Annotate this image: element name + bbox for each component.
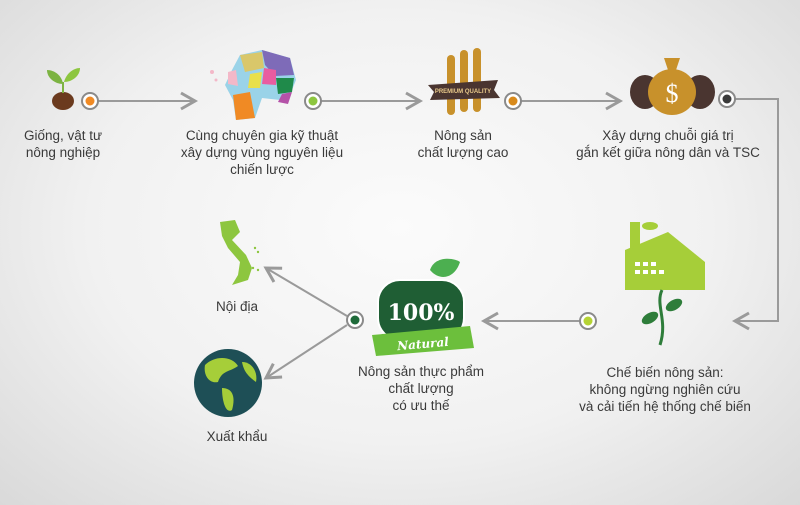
label-region: Cùng chuyên gia kỹ thuật xây dựng vùng n… [181,127,343,178]
node-natural [346,311,364,329]
label-line: nông nghiệp [25,145,101,160]
natural-badge-icon: 100% Natural [372,258,474,356]
region-map-icon [210,50,296,120]
label-line: Nông sản thực phẩm [357,364,485,379]
label-domestic: Nội địa [216,298,258,315]
node-seed [81,92,99,110]
label-line: Xây dựng chuỗi giá trị [602,128,734,143]
connectors [98,91,779,380]
label-line: xây dựng vùng nguyên liệu [180,145,344,160]
label-value-chain: Xây dựng chuỗi giá trị gắn kết giữa nông… [576,127,760,161]
label-line: chất lượng cao [417,145,509,160]
label-line: gắn kết giữa nông dân và TSC [576,145,760,160]
node-region [304,92,322,110]
label-export: Xuất khẩu [207,428,268,445]
dollar-symbol: $ [666,79,679,108]
node-quality [504,92,522,110]
label-seed: Giống, vật tư nông nghiệp [24,127,102,161]
vietnam-map-icon [220,220,260,285]
label-line: và cải tiến hệ thống chế biến [579,399,751,414]
label-line: Giống, vật tư [23,128,103,143]
globe-icon [194,349,262,417]
label-line: chiến lược [230,162,294,177]
premium-quality-text: PREMIUM QUALITY [435,89,491,95]
money-bags-icon: $ [630,58,715,115]
label-natural: Nông sản thực phẩm chất lượng có ưu thế [358,363,484,414]
label-line: Chế biến nông sản: [606,365,724,380]
label-line: Nông sản [434,128,492,143]
label-line: chất lượng [388,381,454,396]
label-line: không ngừng nghiên cứu [589,382,741,397]
label-processing: Chế biến nông sản: không ngừng nghiên cứ… [579,364,751,415]
label-line: có ưu thế [392,398,450,413]
factory-flower-icon [625,222,705,346]
label-line: Cùng chuyên gia kỹ thuật [185,128,339,143]
wheat-icon: PREMIUM QUALITY [428,48,500,115]
badge-percent: 100% [388,300,455,326]
label-quality: Nông sản chất lượng cao [418,127,509,161]
sprout-icon [47,68,80,110]
node-value-chain [718,90,736,108]
label-line: Nội địa [215,299,259,314]
badge-word: Natural [396,335,450,354]
label-line: Xuất khẩu [206,429,268,444]
node-processing [579,312,597,330]
